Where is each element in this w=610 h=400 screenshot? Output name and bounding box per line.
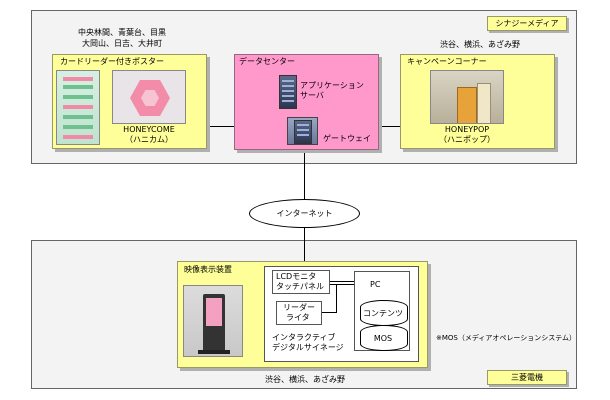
poster-title: カードリーダー付きポスター [60,57,164,67]
top-stations-line2: 大岡山、日吉、大井町 [62,39,182,49]
application-server-icon [279,75,297,109]
honeypop-kana: （ハニポップ） [424,135,510,145]
campaign-title: キャンペーンコーナー [407,57,487,67]
reader-line1: リーダー [283,303,315,313]
lcd-line1: LCDモニタ [276,272,316,282]
honeypop-name: HONEYPOP [424,125,510,135]
top-stations-line1: 中央林間、青葉台、目黒 [62,28,182,38]
gateway-server-icon [294,120,312,144]
line-internet-signage [304,228,305,261]
contents-label: コンテンツ [360,309,406,319]
honeycome-kana: （ハニカム） [106,135,192,145]
kiosk-photo [183,285,243,357]
poster-photo [56,70,100,145]
gateway-label: ゲートウェイ [323,134,371,144]
synergy-media-tag: シナジーメディア [487,16,567,31]
line-reader-pc [322,312,336,313]
display-title: 映像表示装置 [184,265,232,275]
honeycome-photo [112,70,186,124]
internet-label: インターネット [249,209,360,219]
mos-label: MOS [360,334,406,344]
mos-note: ※MOS（メディアオペレーションシステム） [436,333,576,343]
honeypop-photo [430,70,504,124]
line-lcd-pc-1 [330,281,354,282]
campaign-stations: 渋谷、横浜、あざみ野 [420,40,540,50]
reader-line2: ライタ [286,313,310,323]
app-server-line1: アプリケーション [300,81,364,91]
line-lcd-pc-2 [330,284,354,285]
mitsubishi-tag: 三菱電機 [487,370,567,385]
line-reader-pc-v [336,284,337,313]
app-server-line2: サーバ [300,91,324,101]
signage-line2: デジタルサイネージ [272,343,344,353]
data-center-title: データセンター [239,57,295,67]
pc-label: PC [370,280,380,290]
signage-line1: インタラクティブ [272,333,336,343]
bottom-stations: 渋谷、横浜、あざみ野 [240,375,370,385]
line-gateway-internet [304,145,305,199]
lcd-line2: タッチパネル [276,282,324,292]
honeycome-name: HONEYCOME [106,125,192,135]
